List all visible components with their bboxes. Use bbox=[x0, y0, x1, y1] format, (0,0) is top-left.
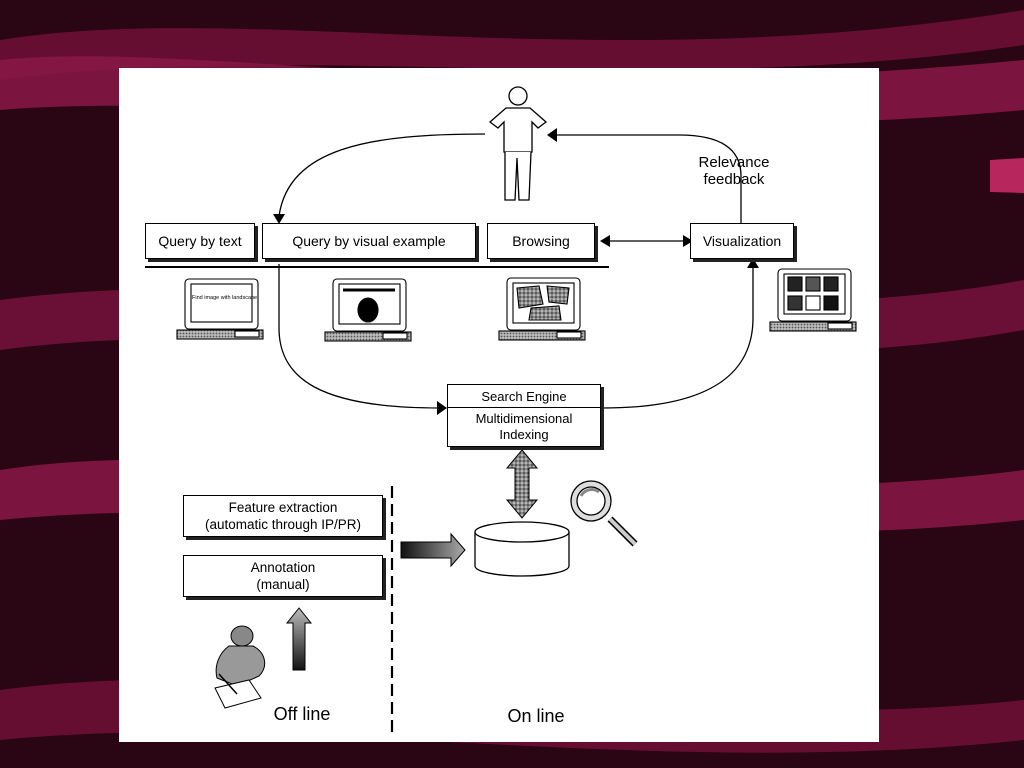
magnifier-icon bbox=[570, 480, 638, 547]
annotator-person-icon bbox=[214, 625, 266, 709]
screen-query-text: Find image with landscape bbox=[192, 295, 257, 301]
query-by-text-label: Query by text bbox=[158, 232, 242, 249]
search-engine-box: Search Engine bbox=[447, 384, 601, 408]
feature-extraction-box: Feature extraction (automatic through IP… bbox=[183, 495, 383, 537]
annotation-box: Annotation (manual) bbox=[183, 555, 383, 597]
computer-browsing-icon bbox=[498, 277, 586, 341]
computer-visual-example-icon bbox=[324, 278, 412, 342]
search-loop-arrows bbox=[278, 264, 754, 409]
relevance-feedback-label: Relevance feedback bbox=[698, 154, 770, 188]
computer-text-query-icon: Find image with landscape bbox=[176, 278, 264, 340]
query-by-visual-example-label: Query by visual example bbox=[292, 232, 446, 249]
browsing-box: Browsing bbox=[487, 223, 595, 259]
top-loop-arrows bbox=[278, 133, 742, 226]
accent-tab bbox=[990, 158, 1024, 193]
arrowhead-user bbox=[547, 128, 557, 142]
diagram-panel: Find image with landscape bbox=[119, 68, 879, 742]
user-figure-icon bbox=[488, 86, 548, 201]
arrowhead-query-visual bbox=[273, 214, 285, 224]
arrowhead-search-engine bbox=[437, 401, 447, 415]
offline-label: Off line bbox=[273, 704, 331, 724]
search-engine-label: Search Engine bbox=[481, 388, 567, 404]
database-icon bbox=[474, 521, 570, 577]
arrowhead-visualization-up bbox=[747, 258, 759, 268]
annotation-up-arrow bbox=[285, 607, 313, 671]
online-label: On line bbox=[507, 706, 565, 726]
query-by-text-box: Query by text bbox=[145, 223, 255, 259]
visualization-label: Visualization bbox=[702, 232, 782, 249]
annotation-label: Annotation (manual) bbox=[250, 560, 316, 592]
architecture-diagram: Find image with landscape bbox=[145, 86, 857, 732]
query-by-visual-example-box: Query by visual example bbox=[262, 223, 476, 259]
index-database-arrow bbox=[505, 449, 539, 519]
arrowhead-browsing bbox=[600, 235, 610, 247]
visualization-box: Visualization bbox=[690, 223, 794, 259]
indexing-label: Multidimensional Indexing bbox=[475, 411, 573, 442]
arrowhead-visualization bbox=[683, 235, 693, 247]
feature-extraction-label: Feature extraction (automatic through IP… bbox=[204, 500, 362, 532]
offline-to-database-arrow bbox=[400, 532, 466, 568]
computer-visualization-icon bbox=[769, 268, 857, 332]
indexing-box: Multidimensional Indexing bbox=[447, 407, 601, 447]
browsing-label: Browsing bbox=[512, 232, 570, 249]
